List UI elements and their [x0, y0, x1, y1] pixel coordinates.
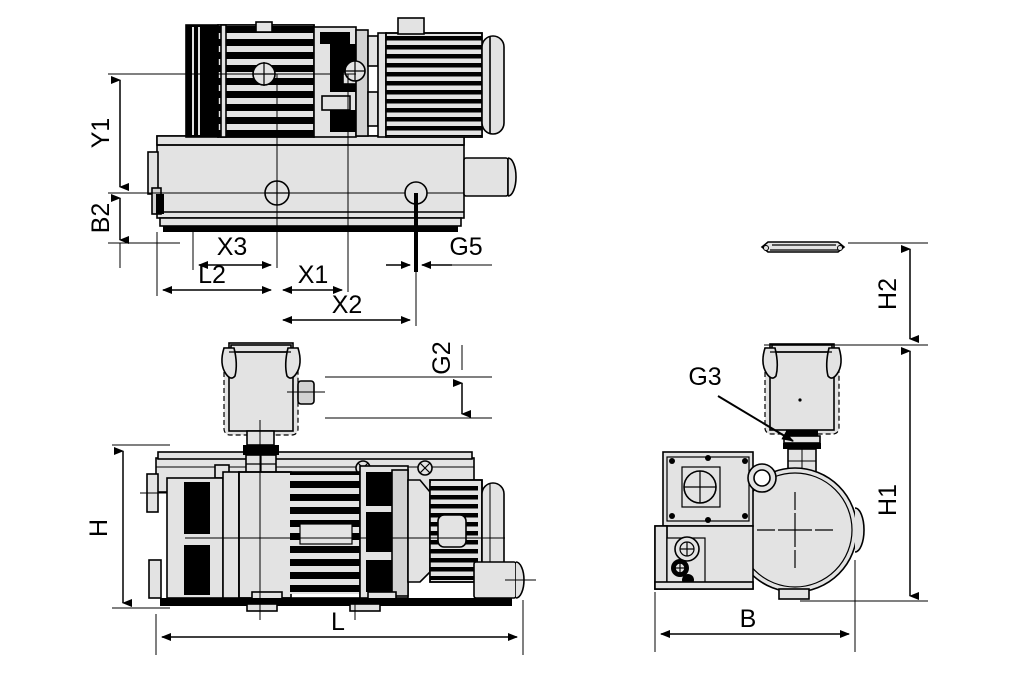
leader-line-G3: [717, 395, 794, 442]
dim-label-H1: H1: [874, 484, 902, 516]
coupling-housing-front: [359, 465, 409, 606]
coupling-housing-top: [313, 26, 379, 138]
dim-label-B: B: [740, 605, 757, 633]
top-cover-strip-side: [760, 241, 846, 253]
top-view-dimensions: [108, 73, 492, 324]
gas-ballast-port-top: [404, 181, 428, 272]
dim-label-G2: G2: [428, 341, 456, 374]
dim-label-G3: G3: [688, 363, 721, 391]
side-view-dimensions: [654, 242, 928, 652]
dim-label-Y1: Y1: [87, 118, 115, 149]
dim-label-L2: L2: [198, 261, 226, 289]
oil-separator-canister-side: [762, 343, 842, 435]
terminal-box-top: [397, 17, 425, 35]
dim-label-X3: X3: [217, 233, 248, 261]
suction-flange-left: [147, 151, 164, 215]
top-view-dimension-labels: Y1 B2 X3 L2 X1 X2 G5: [87, 118, 483, 319]
front-view-dimension-labels: H L G2: [85, 341, 456, 636]
dim-label-L: L: [331, 608, 345, 636]
suction-flange-front: [140, 473, 172, 599]
oil-separator-canister-front: [221, 342, 325, 448]
exhaust-port-front: [473, 561, 536, 599]
dim-label-B2: B2: [87, 203, 115, 234]
dim-label-H: H: [85, 519, 113, 537]
finned-cylinder-block-top: [185, 21, 315, 138]
base-feet-front: [160, 598, 512, 612]
dim-label-X1: X1: [298, 261, 329, 289]
separator-neck-side: [783, 430, 821, 474]
dim-label-X2: X2: [332, 291, 363, 319]
lifting-eye-side: [747, 463, 777, 493]
dim-label-H2: H2: [874, 278, 902, 310]
side-view: [654, 241, 865, 600]
exhaust-port-top: [463, 157, 517, 197]
terminal-box-side: [662, 451, 754, 527]
oil-fill-port-top: [264, 180, 290, 206]
front-view-centerlines: [185, 448, 505, 620]
top-view: [137, 17, 517, 326]
front-view: [140, 342, 536, 620]
lower-housing-side: [654, 525, 754, 590]
dim-label-G5: G5: [449, 233, 482, 261]
electric-motor-front: [407, 479, 505, 583]
front-view-dimensions: [112, 345, 524, 655]
motor-fan-cowl-top: [481, 35, 505, 135]
electric-motor-top: [377, 17, 505, 138]
side-view-dimension-labels: H2 H1 B G3: [688, 278, 902, 633]
